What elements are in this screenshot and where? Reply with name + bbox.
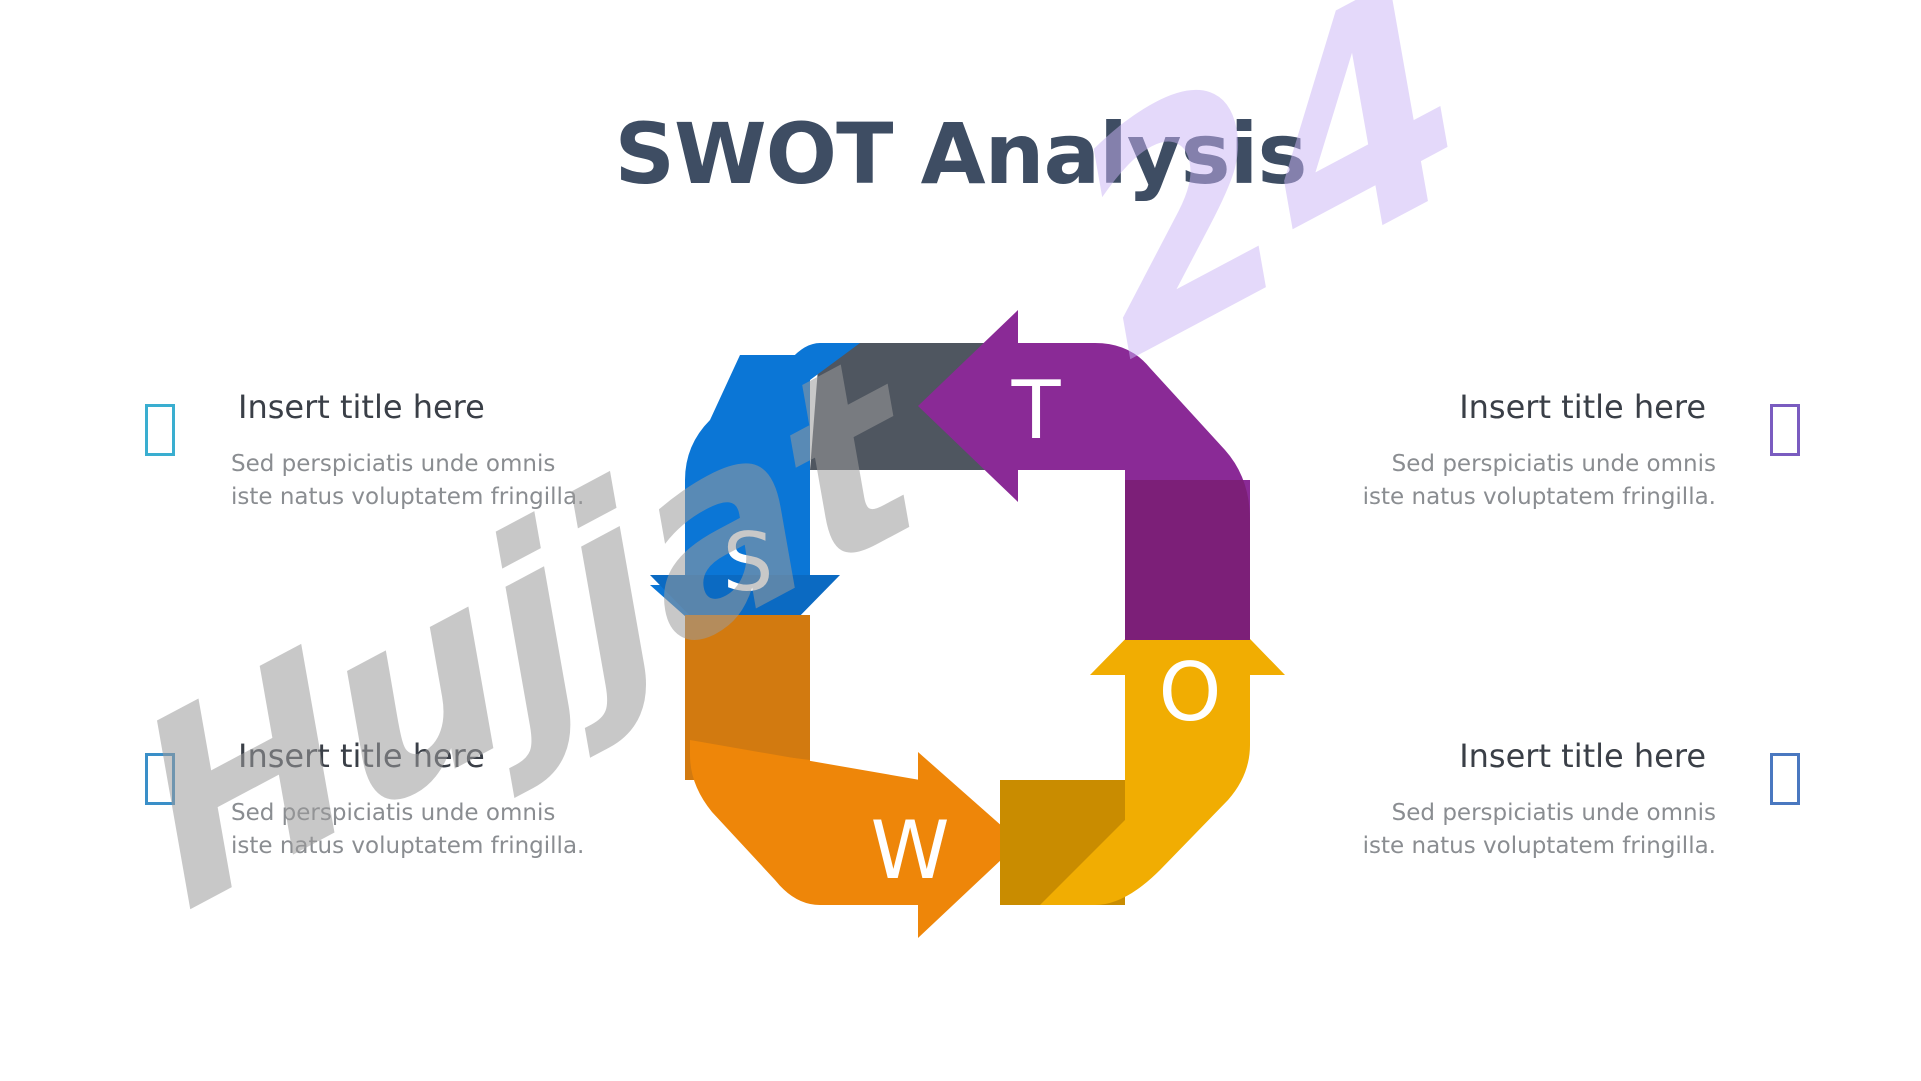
- item-title-opportunity: Insert title here: [1459, 737, 1706, 775]
- weakness-band-left: [685, 615, 810, 780]
- weakness-arrowhead: [918, 752, 1020, 938]
- square-outline-icon: [145, 404, 175, 456]
- item-text-weakness-line1: Sed perspiciatis unde omnis: [231, 800, 556, 826]
- item-text-strength-line2: iste natus voluptatem fringilla.: [231, 484, 585, 510]
- threat-band: [1015, 343, 1250, 520]
- square-outline-icon: [1770, 753, 1800, 805]
- item-title-weakness: Insert title here: [238, 737, 485, 775]
- opportunity-band: [1040, 655, 1250, 905]
- strength-band-left: [685, 355, 810, 580]
- item-text-weakness-line2: iste natus voluptatem fringilla.: [231, 833, 585, 859]
- square-outline-icon: [145, 753, 175, 805]
- letter-o: O: [1159, 646, 1222, 739]
- item-text-strength-line1: Sed perspiciatis unde omnis: [231, 451, 556, 477]
- item-title-strength: Insert title here: [238, 388, 485, 426]
- threat-band-right: [1125, 480, 1250, 640]
- threat-arrowhead: [918, 310, 1018, 502]
- item-text-opportunity-line2: iste natus voluptatem fringilla.: [1362, 833, 1716, 859]
- slide-title: SWOT Analysis: [614, 105, 1308, 203]
- letter-s: S: [723, 516, 774, 609]
- square-outline-icon: [1770, 404, 1800, 456]
- item-text-threat-line2: iste natus voluptatem fringilla.: [1362, 484, 1716, 510]
- item-title-threat: Insert title here: [1459, 388, 1706, 426]
- weakness-band-main: [690, 740, 920, 905]
- letter-w: W: [870, 804, 949, 897]
- letter-t: T: [1011, 364, 1062, 457]
- item-text-opportunity-line1: Sed perspiciatis unde omnis: [1391, 800, 1716, 826]
- item-text-threat-line1: Sed perspiciatis unde omnis: [1391, 451, 1716, 477]
